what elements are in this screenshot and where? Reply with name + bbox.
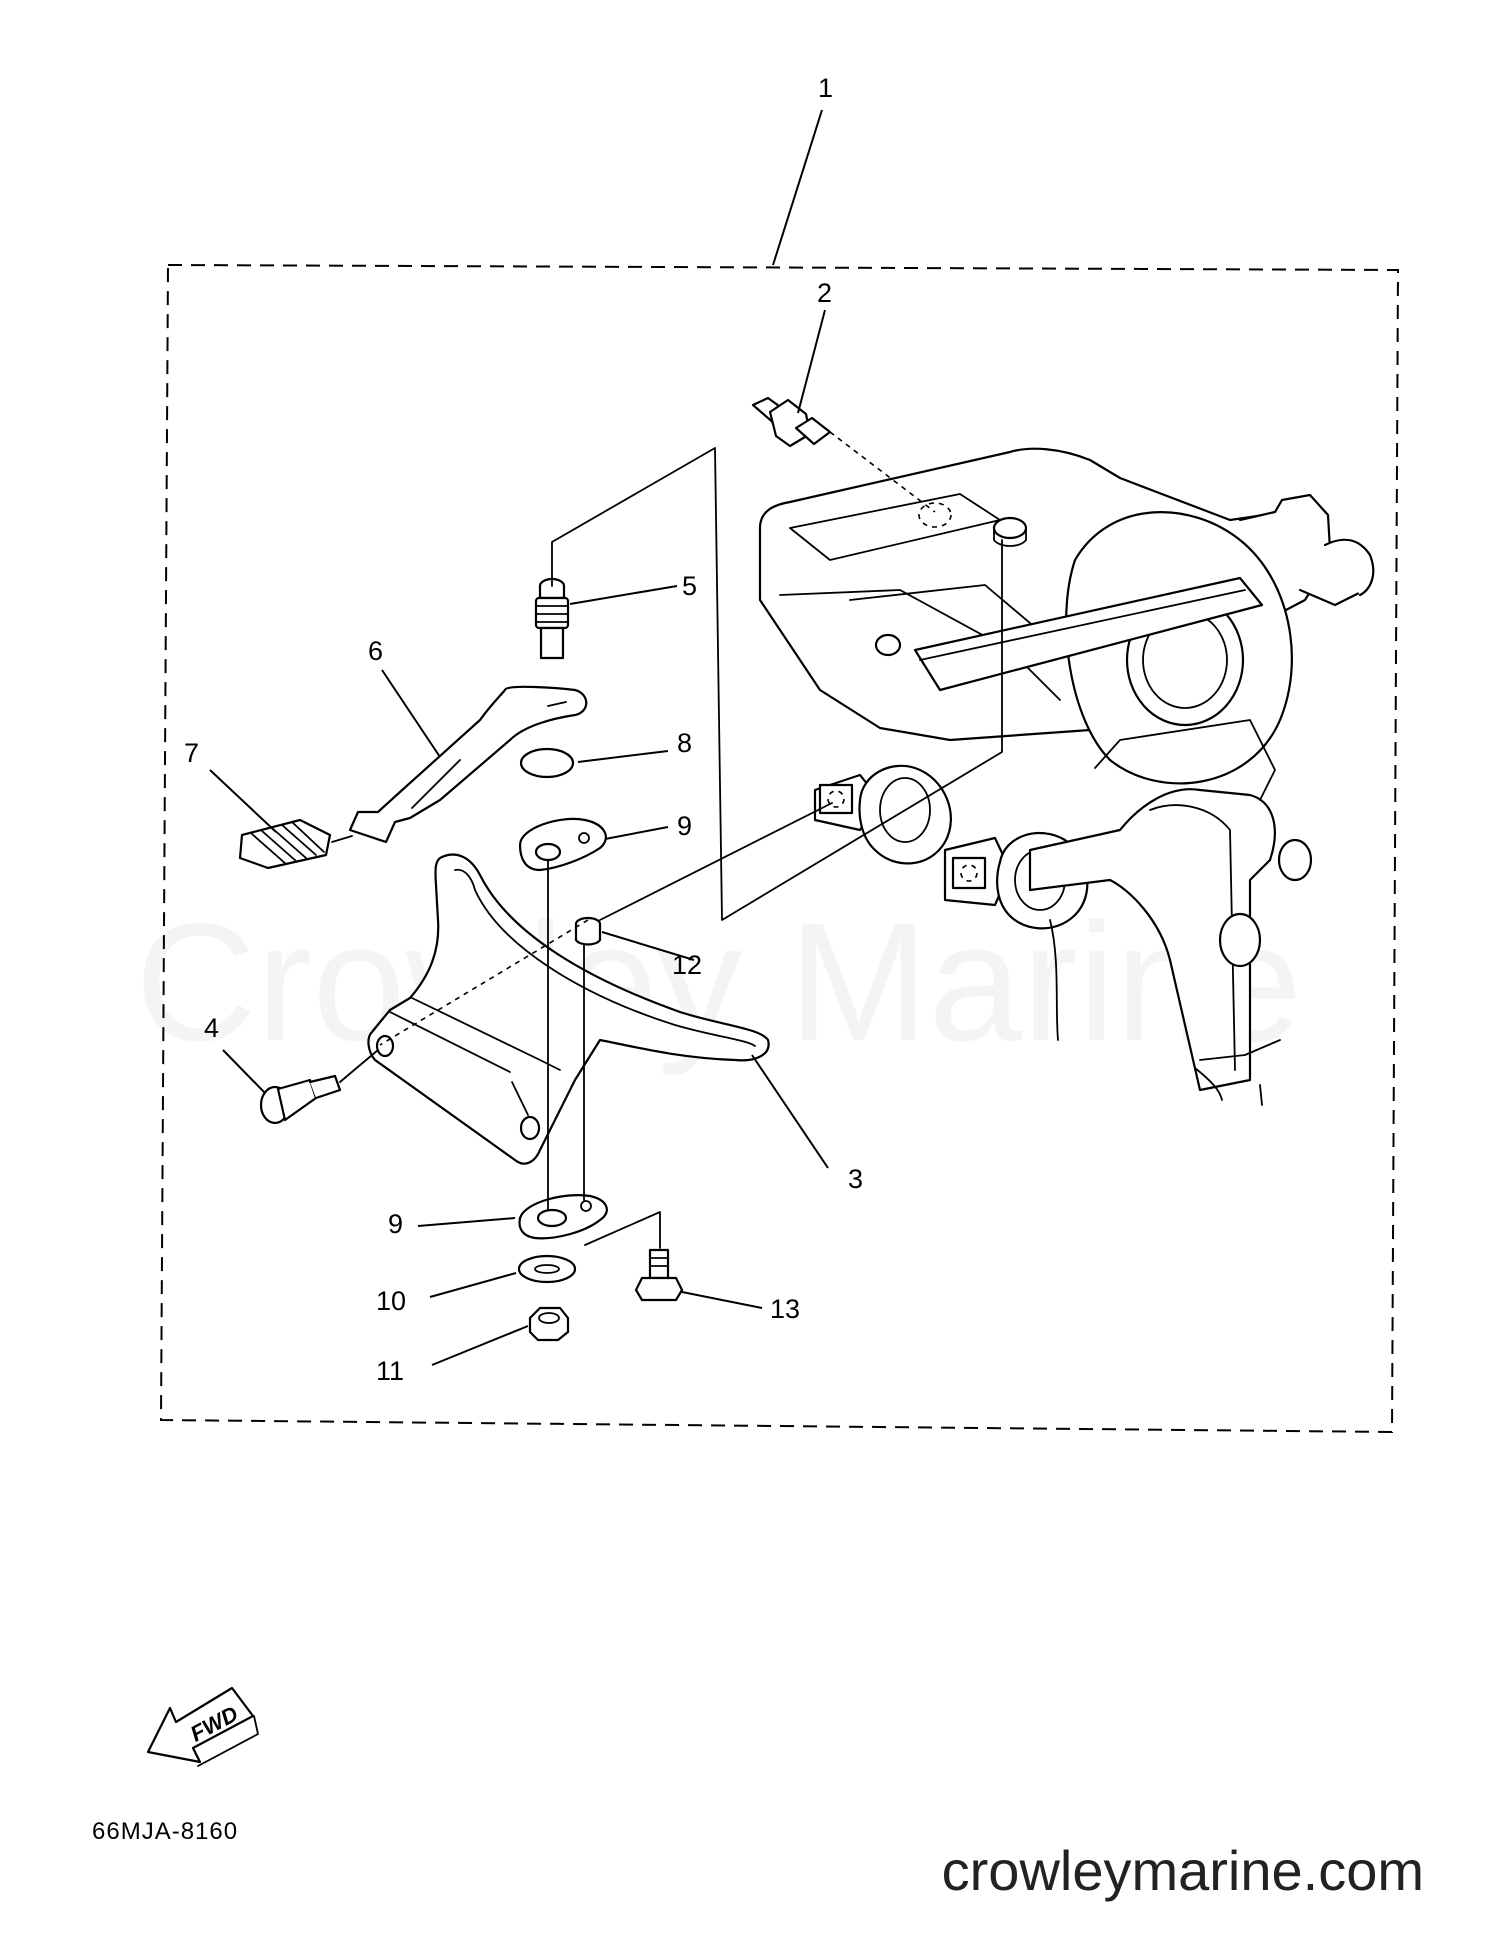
swivel-bracket-drawing [758,447,1375,1106]
assembly-lines [379,447,1003,1249]
part-2-grease-nipple [751,396,936,513]
part-3-bracket [367,853,770,1165]
part-6-lever [348,685,588,844]
callout-2: 2 [817,278,832,308]
part-5-pin [534,577,570,660]
callout-6: 6 [368,636,383,666]
fwd-arrow-icon: FWD [146,1686,259,1767]
part-9-plate-top [518,817,607,872]
callout-1: 1 [818,73,833,103]
callout-10: 10 [376,1286,406,1316]
leader-lines [209,109,829,1366]
assembly-boundary [159,264,1400,1434]
callout-13: 13 [770,1294,800,1324]
callout-9-bottom: 9 [388,1209,403,1239]
callout-5: 5 [682,571,697,601]
part-13-bolt [634,1248,684,1302]
part-11-nut [528,1306,570,1342]
part-10-washer [517,1254,577,1284]
part-4-bolt [259,1049,379,1125]
callout-12: 12 [672,950,702,980]
figure-code: 66MJA-8160 [92,1818,239,1845]
part-12-collar [574,916,602,946]
part-9-plate-bottom [518,1194,608,1240]
callout-labels: 1 2 3 4 5 6 7 8 9 9 10 11 12 13 [184,73,863,1386]
callout-8: 8 [677,728,692,758]
callout-11: 11 [376,1356,404,1386]
callout-9-top: 9 [677,811,692,841]
callout-4: 4 [204,1013,219,1043]
part-8-washer [519,747,575,779]
callout-7: 7 [184,738,199,768]
part-7-grip [238,818,353,870]
callout-3: 3 [848,1164,863,1194]
site-url-text: crowleymarine.com [941,1839,1424,1902]
